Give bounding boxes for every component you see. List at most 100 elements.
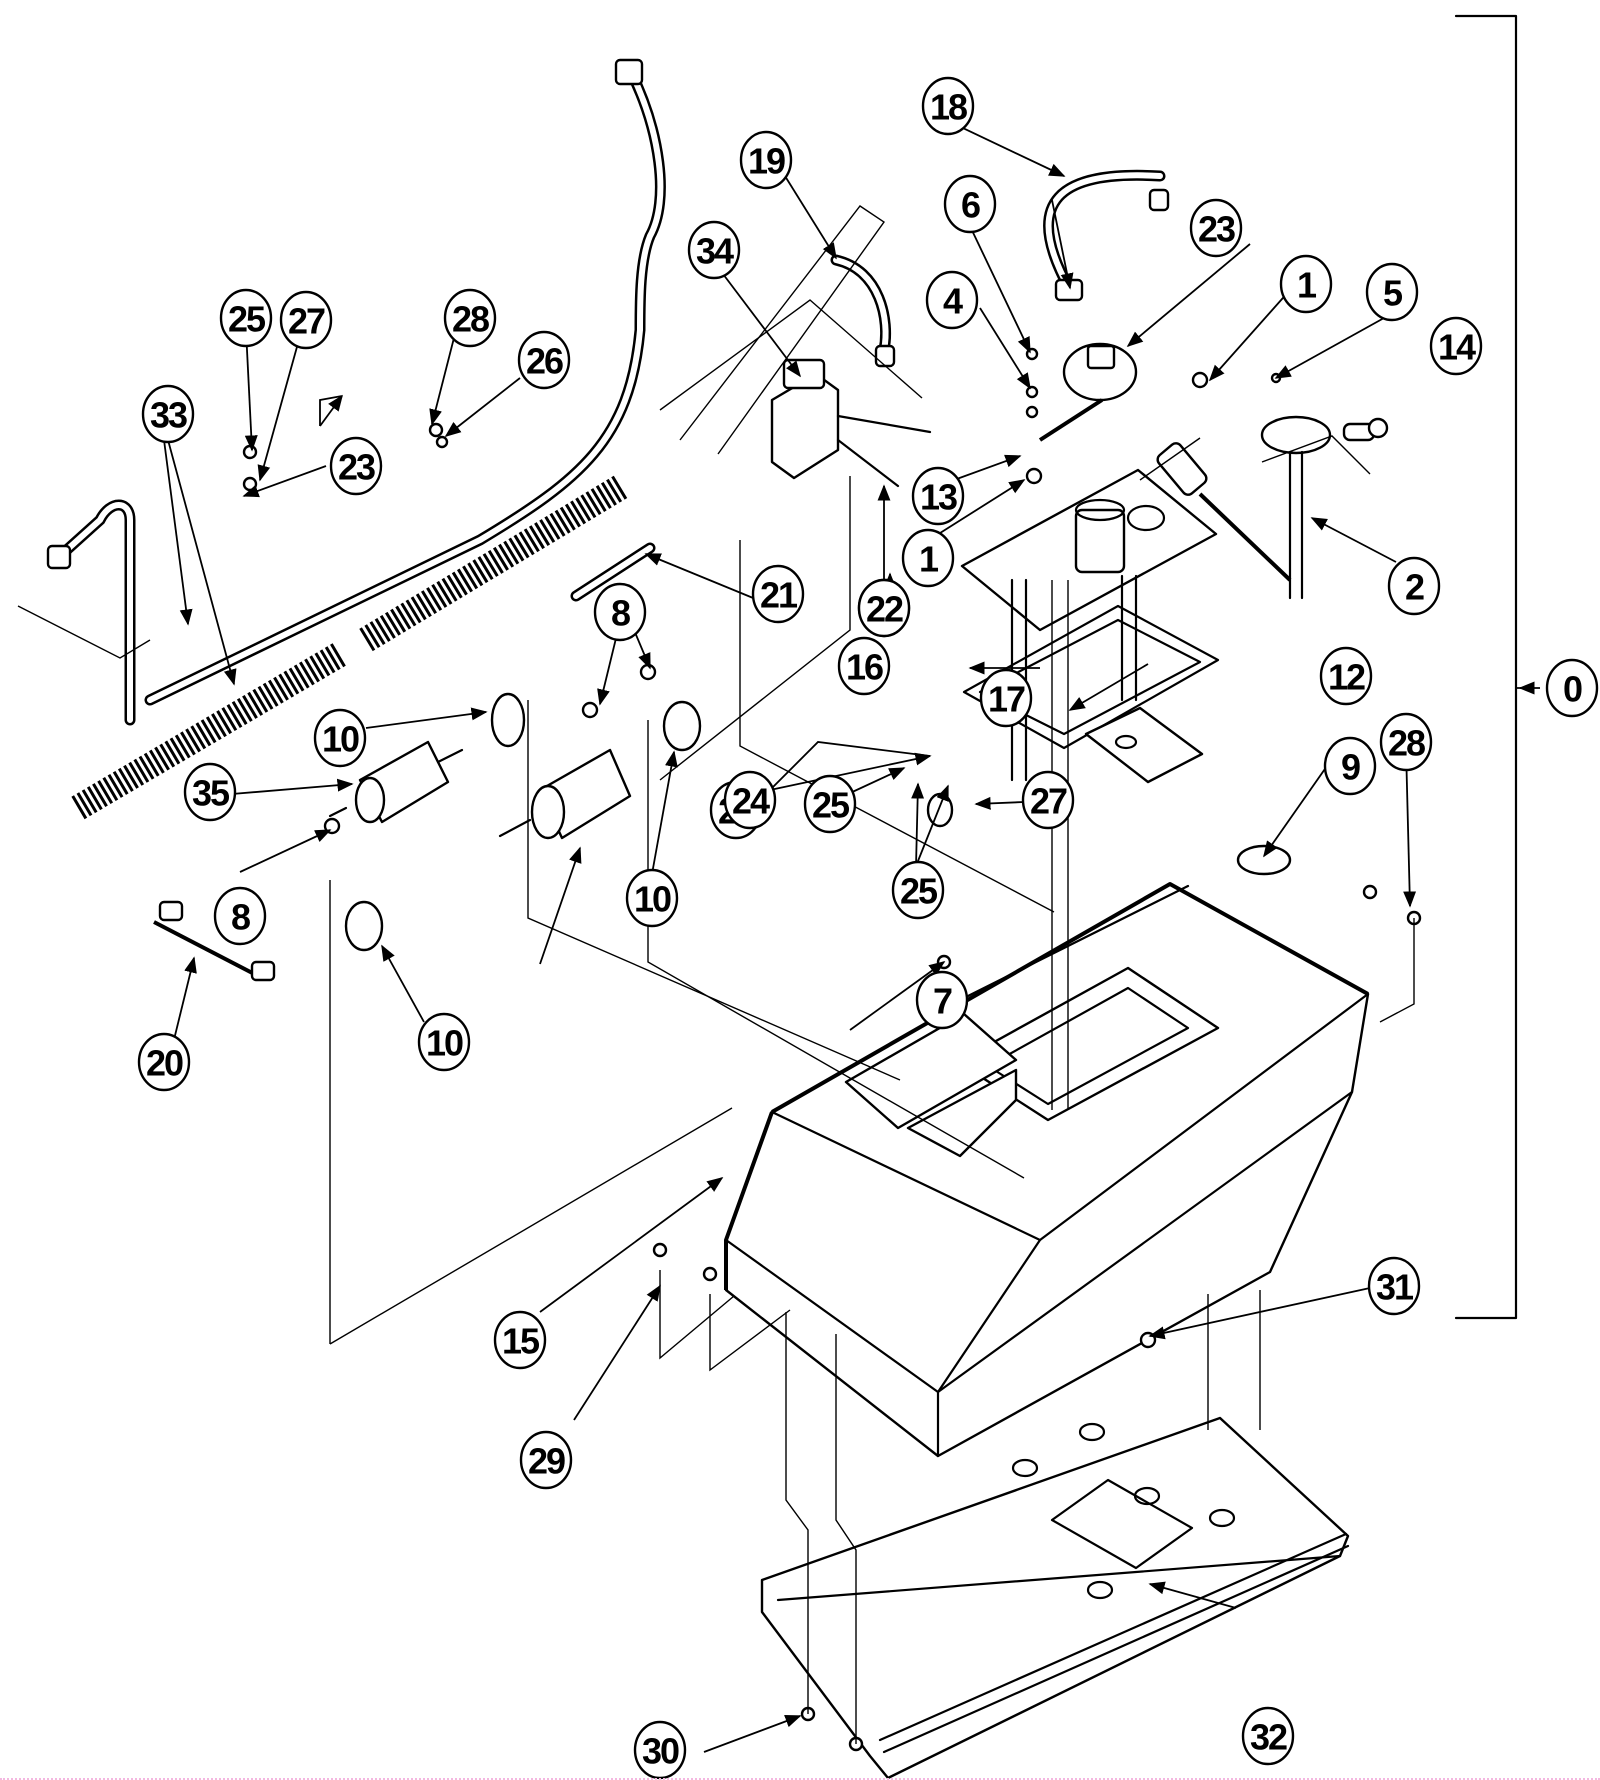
callout-8-bolt: 8: [593, 582, 647, 642]
callout-label: 10: [426, 1023, 463, 1064]
callout-5-screw: 5: [1365, 262, 1419, 322]
callout-28-bolt: 28: [1379, 712, 1433, 772]
fuel-cap: [1038, 342, 1138, 442]
callout-label: 4: [943, 281, 963, 322]
callout-25-screw: 25: [891, 860, 945, 920]
fuel-sender-tube: [1156, 415, 1332, 600]
callout-circle: [279, 290, 333, 350]
callout-9-access-plate: 9: [1323, 736, 1377, 796]
callout-circle: [1545, 658, 1599, 718]
callout-label: 7: [933, 981, 952, 1022]
callout-14-elbow-fitting: 14: [1429, 316, 1483, 376]
callout-label: 25: [228, 299, 266, 340]
fasteners: [242, 347, 1422, 1752]
callout-17-gasket: 17: [979, 668, 1033, 728]
callout-label: 32: [1250, 1717, 1287, 1758]
callout-circle: [137, 1032, 191, 1092]
callout-2-fuel-sender-tube: 2: [1387, 556, 1441, 616]
callout-circle: [1387, 556, 1441, 616]
callout-label: 26: [526, 341, 563, 382]
callout-label: 23: [1198, 209, 1235, 250]
callout-27-washer: 27: [279, 290, 333, 350]
callout-label: 0: [1563, 669, 1582, 710]
callout-1-stud-fitting: 1: [901, 528, 955, 588]
callout-23-clip: 23: [329, 436, 383, 496]
page-bottom-rule: [0, 1778, 1600, 1780]
callout-label: 31: [1376, 1267, 1414, 1308]
callout-label: 25: [812, 785, 850, 826]
callout-circle: [901, 528, 955, 588]
callout-20-fuel-line: 20: [137, 1032, 191, 1092]
callout-label: 8: [231, 897, 250, 938]
callout-label: 6: [961, 185, 980, 226]
callout-label: 27: [288, 301, 325, 342]
callout-label: 15: [502, 1321, 540, 1362]
callout-22-fuel-cap: 22: [857, 578, 911, 638]
elbow-fitting: [1342, 417, 1389, 442]
callout-circle: [1323, 736, 1377, 796]
assembly-bracket: [1454, 14, 1540, 1320]
callout-label: 34: [696, 231, 734, 272]
callout-circle: [911, 466, 965, 526]
gasket: [962, 604, 1220, 750]
callout-label: 25: [900, 871, 938, 912]
callout-0-assembly-bracket: 0: [1545, 658, 1599, 718]
callout-label: 9: [1341, 747, 1360, 788]
fuel-tank: [724, 882, 1370, 1458]
callout-label: 33: [150, 395, 187, 436]
construction-lines: [17, 205, 1415, 1744]
callout-label: 5: [1383, 273, 1403, 314]
callout-27-washer: 27: [1021, 770, 1075, 830]
callout-circle: [1365, 262, 1419, 322]
callout-label: 8: [611, 593, 630, 634]
callout-35-fuel-pump: 35: [183, 762, 237, 822]
callout-circle: [519, 1430, 573, 1490]
callout-circle: [1189, 198, 1243, 258]
callout-30-bolt: 30: [633, 1720, 687, 1780]
pad: [1084, 706, 1204, 784]
callout-circle: [925, 270, 979, 330]
callout-21-hose-fitting: 21: [751, 564, 805, 624]
callout-circle: [739, 130, 793, 190]
pickup-tubes: [1010, 574, 1138, 1110]
callout-circle: [443, 288, 497, 348]
callout-circle: [625, 868, 679, 928]
callout-circle: [593, 582, 647, 642]
callout-circle: [313, 708, 367, 768]
callout-label: 28: [1388, 723, 1425, 764]
callout-label: 30: [642, 1731, 679, 1772]
callout-circle: [1279, 254, 1333, 314]
fuel-filter: [328, 740, 464, 824]
callout-label: 1: [1297, 265, 1317, 306]
callout-1-stud-fitting: 1: [1279, 254, 1333, 314]
callout-19-hose: 19: [739, 130, 793, 190]
callout-circle: [219, 288, 273, 348]
callout-25-screw: 25: [219, 288, 273, 348]
callout-32-fuel-line: 32: [1241, 1706, 1295, 1766]
callout-circle: [723, 770, 777, 830]
callout-31-mounting-base: 31: [1367, 1256, 1421, 1316]
callout-label: 35: [192, 773, 230, 814]
callout-circle: [517, 330, 571, 390]
callout-circle: [1319, 646, 1373, 706]
callout-label: 12: [1328, 657, 1365, 698]
callout-circle: [979, 668, 1033, 728]
callout-label: 20: [146, 1043, 183, 1084]
callout-circle: [1379, 712, 1433, 772]
callout-25-screw: 25: [803, 774, 857, 834]
callout-circle: [1367, 1256, 1421, 1316]
callout-label: 27: [1030, 781, 1067, 822]
callout-10-clamp: 10: [313, 708, 367, 768]
callout-group: 0112345678891010101213141516171819202122…: [137, 76, 1599, 1780]
callout-4-washer: 4: [925, 270, 979, 330]
callout-circle: [213, 886, 267, 946]
callout-26-nut: 26: [517, 330, 571, 390]
callout-8-bolt: 8: [213, 886, 267, 946]
callout-label: 13: [920, 477, 957, 518]
callout-label: 17: [988, 679, 1025, 720]
callout-label: 14: [1438, 327, 1476, 368]
fuel-line: [153, 900, 276, 982]
callout-label: 2: [1405, 567, 1424, 608]
callout-circle: [751, 564, 805, 624]
